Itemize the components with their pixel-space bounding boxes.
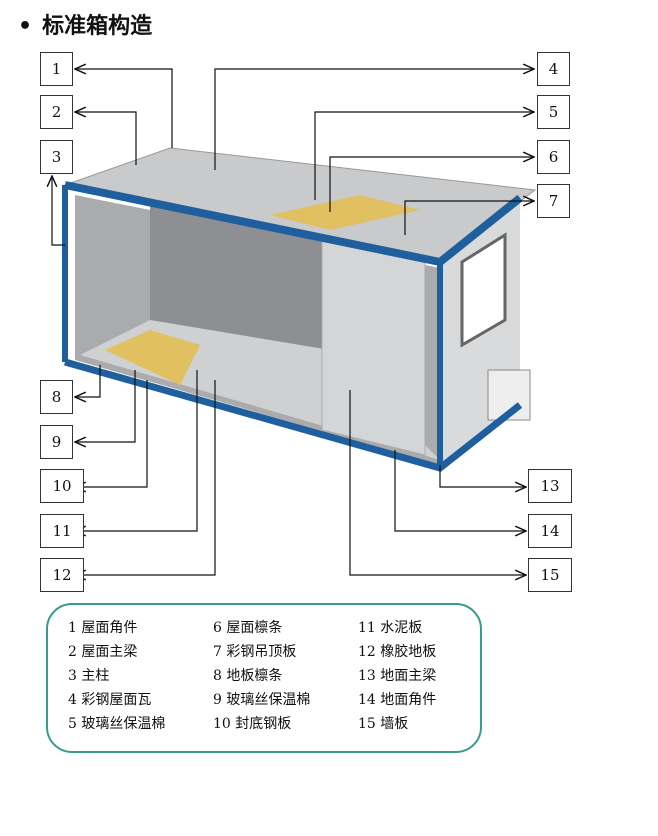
legend-item: 5 玻璃丝保温棉: [68, 716, 166, 732]
legend-item: 3 主柱: [68, 668, 110, 684]
callout-4: 4: [537, 52, 570, 86]
legend-item: 1 屋面角件: [68, 620, 138, 636]
legend-item: 11 水泥板: [358, 620, 423, 636]
legend-item: 4 彩钢屋面瓦: [68, 692, 152, 708]
insulation: [270, 195, 420, 230]
legend: 1 屋面角件 2 屋面主梁 3 主柱 4 彩钢屋面瓦 5 玻璃丝保温棉 6 屋面…: [46, 603, 482, 753]
callout-9: 9: [40, 425, 73, 459]
page-title: •标准箱构造: [18, 14, 153, 39]
leader-lines: [52, 69, 534, 575]
callout-5: 5: [537, 95, 570, 129]
callout-14: 14: [528, 514, 572, 548]
back-wall: [150, 205, 330, 350]
container-diagram: [0, 0, 537, 600]
legend-item: 10 封底钢板: [213, 716, 292, 732]
legend-item: 6 屋面檩条: [213, 620, 283, 636]
legend-item: 8 地板檩条: [213, 668, 283, 684]
legend-item: 14 地面角件: [358, 692, 437, 708]
wall-panel: [321, 237, 426, 456]
callout-10: 10: [40, 469, 84, 503]
legend-item: 2 屋面主梁: [68, 644, 138, 660]
callout-11: 11: [40, 514, 84, 548]
callout-6: 6: [537, 140, 570, 174]
callout-3: 3: [40, 140, 73, 174]
callout-15: 15: [528, 558, 572, 592]
callout-12: 12: [40, 558, 84, 592]
callout-8: 8: [40, 380, 73, 414]
legend-item: 13 地面主梁: [358, 668, 437, 684]
callout-7: 7: [537, 184, 570, 218]
legend-item: 9 玻璃丝保温棉: [213, 692, 311, 708]
callout-1: 1: [40, 52, 73, 86]
callout-2: 2: [40, 95, 73, 129]
side-window: [460, 232, 507, 348]
legend-item: 12 橡胶地板: [358, 644, 437, 660]
legend-item: 7 彩钢吊顶板: [213, 644, 297, 660]
callout-13: 13: [528, 469, 572, 503]
floor-insulation: [105, 330, 200, 385]
legend-item: 15 墙板: [358, 716, 409, 732]
